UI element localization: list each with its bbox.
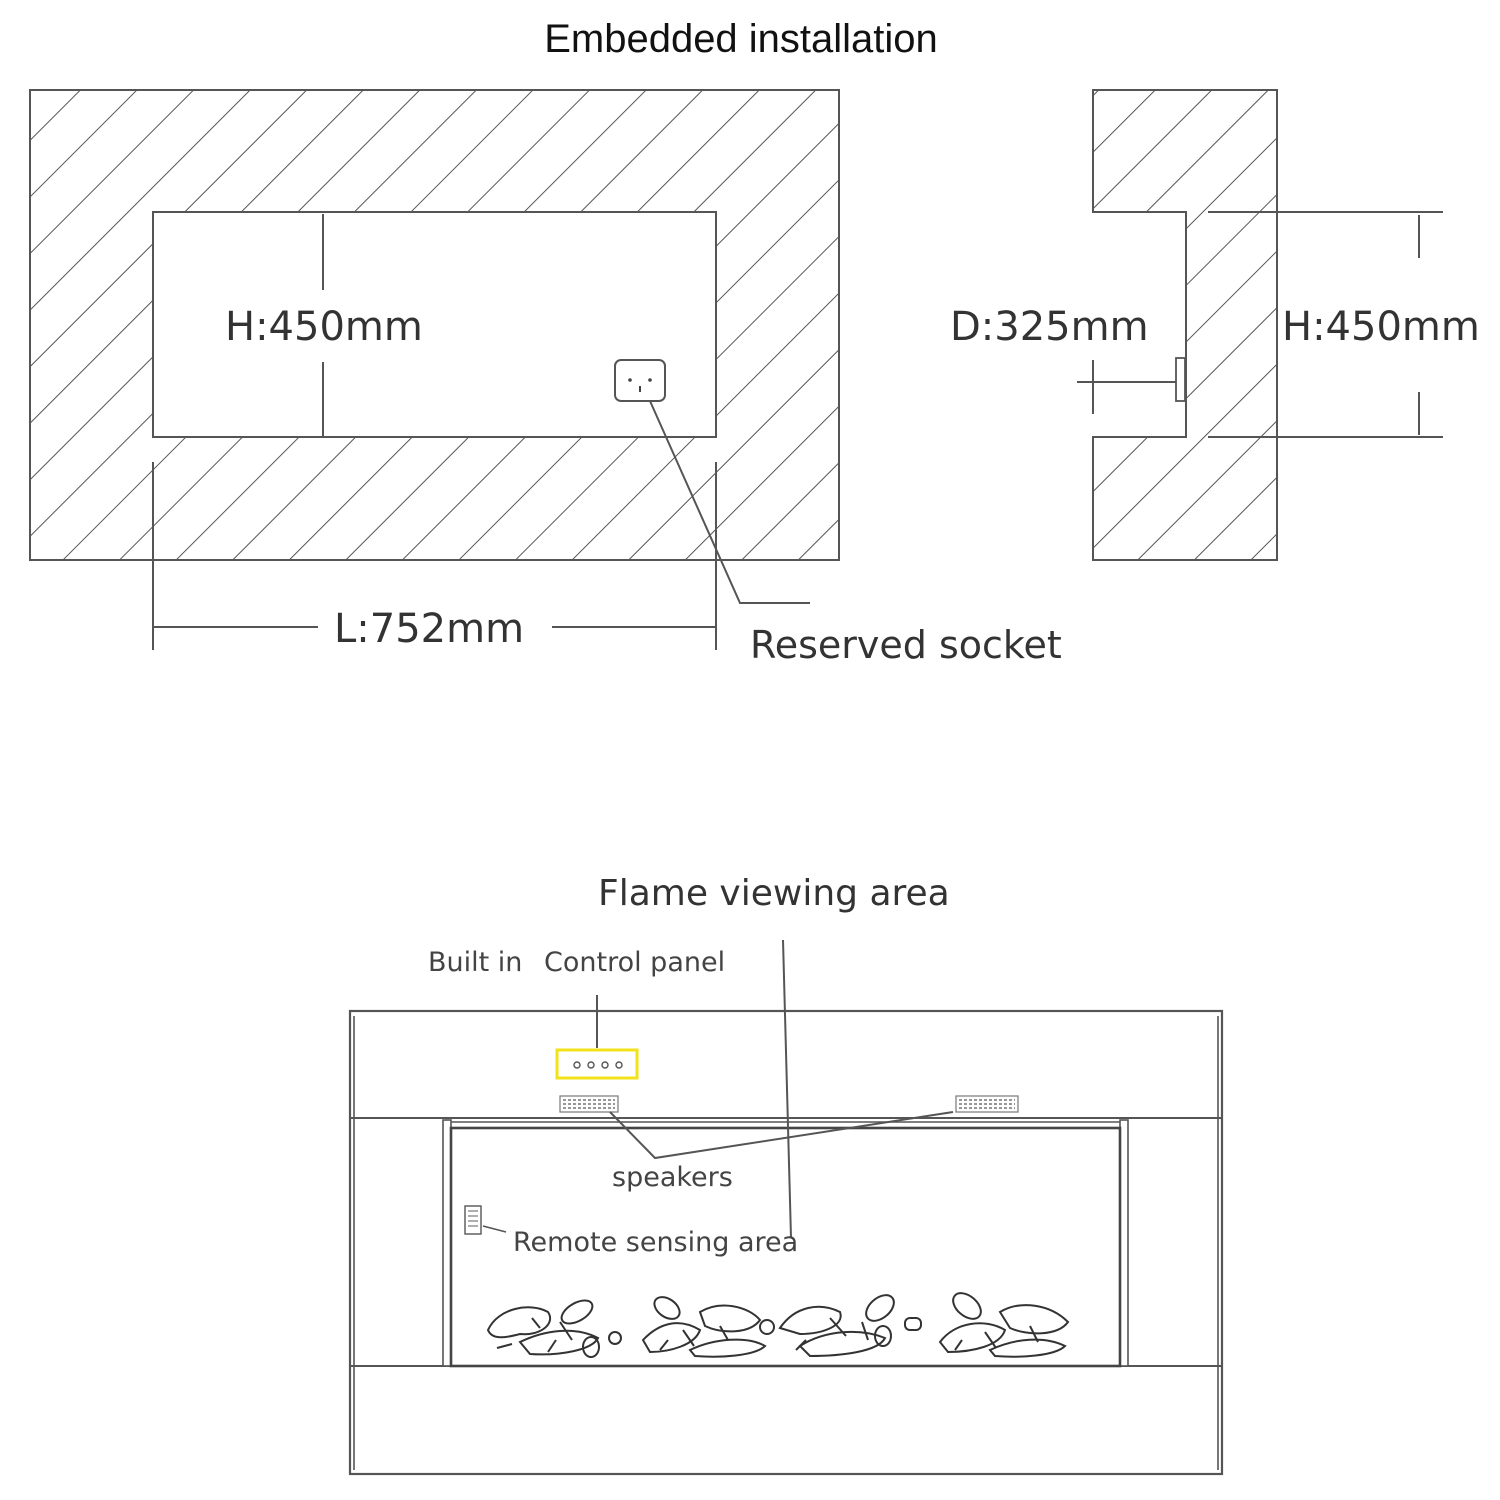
built-in-label: Built in <box>428 947 522 978</box>
speaker-right-icon <box>955 1095 1019 1113</box>
control-panel-icon <box>555 1048 639 1080</box>
diagram-title: Embedded installation <box>544 17 938 61</box>
reserved-socket-icon <box>614 359 666 402</box>
logs-icon <box>486 1292 1070 1358</box>
side-height-label: H:450mm <box>1282 304 1480 350</box>
control-panel-label: Control panel <box>544 947 725 978</box>
side-wall-hatch <box>1092 89 1278 561</box>
side-wall-view: H:450mm D:325mm <box>950 89 1480 561</box>
remote-sensor-icon <box>464 1205 482 1235</box>
remote-sensing-label: Remote sensing area <box>513 1227 798 1258</box>
speaker-left-icon <box>559 1095 619 1113</box>
front-length-label: L:752mm <box>334 606 524 652</box>
front-wall-view: H:450mm L:752mm Reserved socket <box>29 89 1062 667</box>
flame-viewing-area-label: Flame viewing area <box>598 873 950 914</box>
speakers-label: speakers <box>612 1162 733 1193</box>
side-depth-label: D:325mm <box>950 304 1149 350</box>
side-socket-icon <box>1175 357 1186 402</box>
front-height-label: H:450mm <box>225 304 423 350</box>
reserved-socket-label: Reserved socket <box>750 623 1062 667</box>
fireplace-front: Flame viewing area Built in Control pane… <box>348 873 1224 1476</box>
